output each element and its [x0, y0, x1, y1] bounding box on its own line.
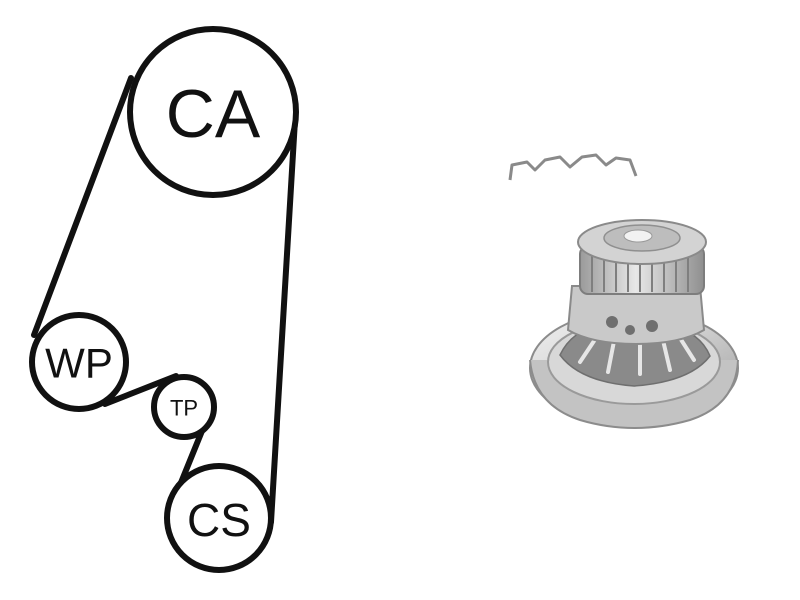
pulley-ca: CA: [127, 26, 299, 198]
pulley-cs-label: CS: [187, 494, 251, 546]
pulley-tp: TP: [151, 374, 217, 440]
water-pump-icon: [529, 219, 739, 429]
belt-segment-ca-cs: [268, 117, 298, 525]
belt-segment-ca-wp: [31, 75, 134, 338]
pulley-ca-label: CA: [166, 76, 261, 152]
timing-belt: [31, 75, 298, 525]
pulley-cs-circle: [164, 463, 274, 573]
pulley-tp-label: TP: [170, 396, 198, 421]
pulley-wp-circle: [29, 312, 129, 412]
pulley-wp: WP: [29, 312, 129, 412]
gasket-wire-icon: [508, 153, 638, 181]
pulley-cs: CS: [164, 463, 274, 573]
pulley-wp-label: WP: [45, 340, 113, 387]
pulley-ca-circle: [127, 26, 299, 198]
pulley-tp-circle: [151, 374, 217, 440]
